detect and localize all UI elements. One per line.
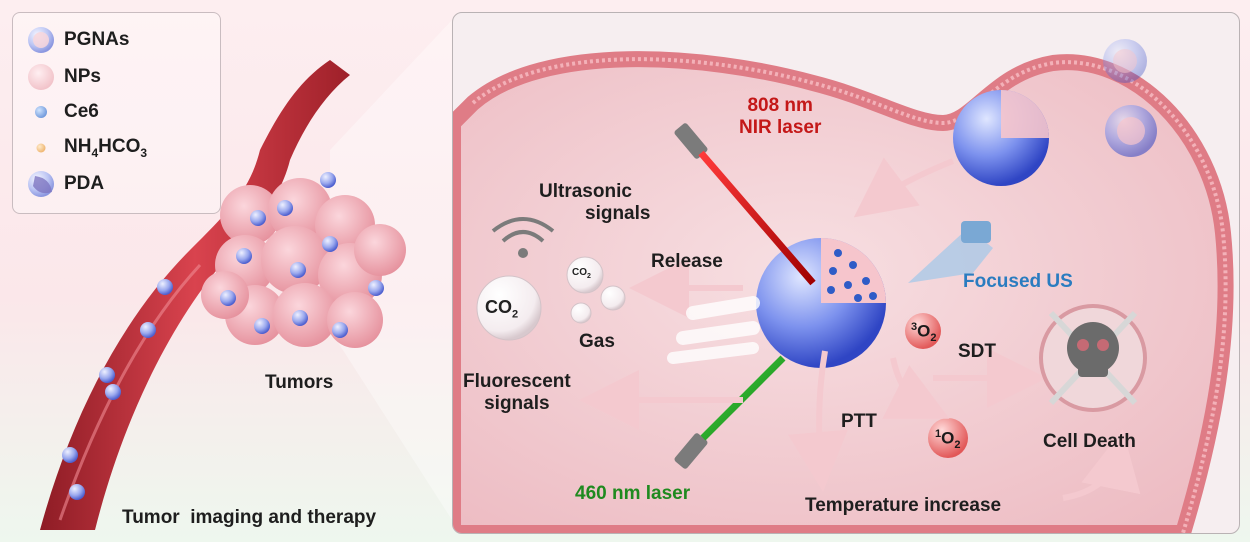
legend-label: NH4HCO3 xyxy=(64,136,147,160)
laser-808-wavelength: 808 nm xyxy=(747,95,813,116)
ptt-arrow xyxy=(788,350,848,492)
temperature-increase-label: Temperature increase xyxy=(805,495,1002,516)
laser-808-type: NIR laser xyxy=(739,117,822,138)
co2-bubble-large xyxy=(476,275,542,341)
legend-label: PDA xyxy=(64,173,105,194)
pgna-particles-left xyxy=(62,172,384,500)
triplet-oxygen-bubble xyxy=(905,313,941,349)
oxygen-sub: 2 xyxy=(954,439,961,452)
co2-sub: 2 xyxy=(587,273,591,280)
laser-808-emitter xyxy=(674,123,708,159)
ultrasonic-dot xyxy=(518,248,528,258)
focused-us-label: Focused US xyxy=(963,271,1073,292)
legend-label-sub: 4 xyxy=(91,145,99,160)
co2-main: CO xyxy=(485,297,512,317)
fluorescent-line2: signals xyxy=(484,393,550,414)
legend-item-nps: NPs xyxy=(64,62,101,92)
tumor-cluster xyxy=(201,178,406,348)
co2-label-large: CO2 xyxy=(485,297,518,321)
uptake-arrow xyxy=(853,157,955,218)
legend-label-part: NH xyxy=(64,136,92,158)
laser-808-beam xyxy=(698,150,816,286)
singlet-oxygen-bubble xyxy=(928,418,968,458)
ultrasonic-signals-label: Ultrasonic signals xyxy=(539,181,650,225)
fluorescent-signals-label: Fluorescent signals xyxy=(463,371,571,415)
legend-item-nh4hco3: NH4HCO3 xyxy=(64,133,147,163)
pgna-core xyxy=(1113,49,1137,73)
oxygen-sup: 1 xyxy=(935,428,942,440)
legend-label-part: HCO xyxy=(98,136,141,158)
gas-jets xyxy=(667,296,760,364)
ultrasound-transducer xyxy=(961,221,991,243)
cell-illustration xyxy=(453,39,1234,533)
laser-808-label: 808 nm NIR laser xyxy=(739,95,821,139)
co2-label-small: CO2 xyxy=(572,267,591,280)
pgna-cutaway xyxy=(1001,90,1049,138)
legend-label: NPs xyxy=(64,66,101,87)
legend-label: PGNAs xyxy=(64,29,130,50)
legend-item-pda: PDA xyxy=(64,169,104,199)
figure-caption: Tumor imaging and therapy xyxy=(122,507,377,528)
legend-icons xyxy=(28,27,54,197)
laser-460-emitter xyxy=(674,433,708,469)
ultrasonic-line1: Ultrasonic xyxy=(539,181,632,202)
ce6-dots xyxy=(827,249,877,302)
temperature-to-death-arrow xyxy=(1062,429,1141,501)
cell-death-icon xyxy=(1039,304,1147,412)
oxygen-sup: 3 xyxy=(911,321,918,333)
co2-sub: 2 xyxy=(512,308,519,321)
oxygen-main: O xyxy=(941,428,955,448)
ros-arrow xyxy=(882,357,950,419)
gas-label: Gas xyxy=(579,331,615,352)
laser-460-label: 460 nm laser xyxy=(575,483,691,504)
legend-item-pgnas: PGNAs xyxy=(64,25,129,55)
co2-bubble-small xyxy=(566,256,604,294)
release-label: Release xyxy=(651,251,723,272)
cell-panel: 808 nm NIR laser Ultrasonic signals Rele… xyxy=(452,12,1240,534)
sdt-label: SDT xyxy=(958,341,996,362)
cell-death-label: Cell Death xyxy=(1043,431,1136,452)
ultrasonic-signal-icon xyxy=(491,217,555,243)
pgna-core xyxy=(1117,117,1145,145)
gas-bubble xyxy=(570,302,592,324)
membrane-texture xyxy=(471,57,1228,533)
gas-bubble xyxy=(600,285,626,311)
ultrasonic-line2: signals xyxy=(585,203,651,224)
legend-box xyxy=(12,12,221,214)
oxygen-main: O xyxy=(917,321,931,341)
singlet-oxygen-label: 1O2 xyxy=(935,428,960,451)
fluorescent-line1: Fluorescent xyxy=(463,371,571,392)
blood-vessel xyxy=(40,60,350,530)
legend-label: Ce6 xyxy=(64,101,99,122)
legend-item-ce6: Ce6 xyxy=(64,97,99,127)
ptt-label: PTT xyxy=(841,411,877,432)
co2-main: CO xyxy=(572,267,587,278)
legend-label-sub: 3 xyxy=(140,145,148,160)
tumors-label: Tumors xyxy=(265,372,334,393)
oxygen-sub: 2 xyxy=(930,332,937,345)
triplet-oxygen-label: 3O2 xyxy=(911,321,936,344)
